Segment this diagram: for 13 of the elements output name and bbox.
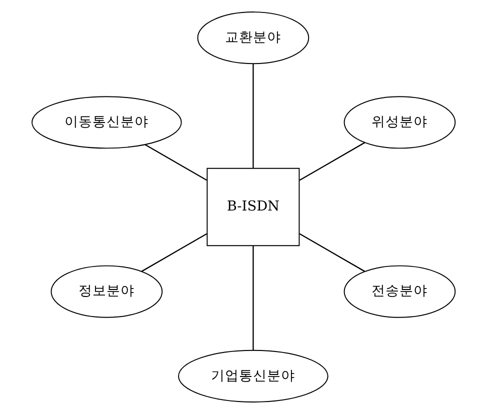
connector bbox=[252, 64, 254, 168]
connector bbox=[298, 142, 365, 181]
connector bbox=[298, 233, 365, 272]
connector bbox=[144, 144, 207, 181]
node-ellipse: 교환분야 bbox=[196, 12, 309, 64]
node-ellipse: 전송분야 bbox=[343, 265, 456, 318]
node-ellipse: 위성분야 bbox=[343, 96, 456, 149]
node-ellipse: 이동통신분야 bbox=[31, 96, 182, 149]
connector bbox=[252, 246, 254, 350]
node-box: B-ISDN bbox=[206, 168, 300, 246]
connector bbox=[140, 233, 207, 272]
node-ellipse: 기업통신분야 bbox=[178, 350, 328, 402]
node-ellipse: 정보분야 bbox=[50, 265, 162, 318]
